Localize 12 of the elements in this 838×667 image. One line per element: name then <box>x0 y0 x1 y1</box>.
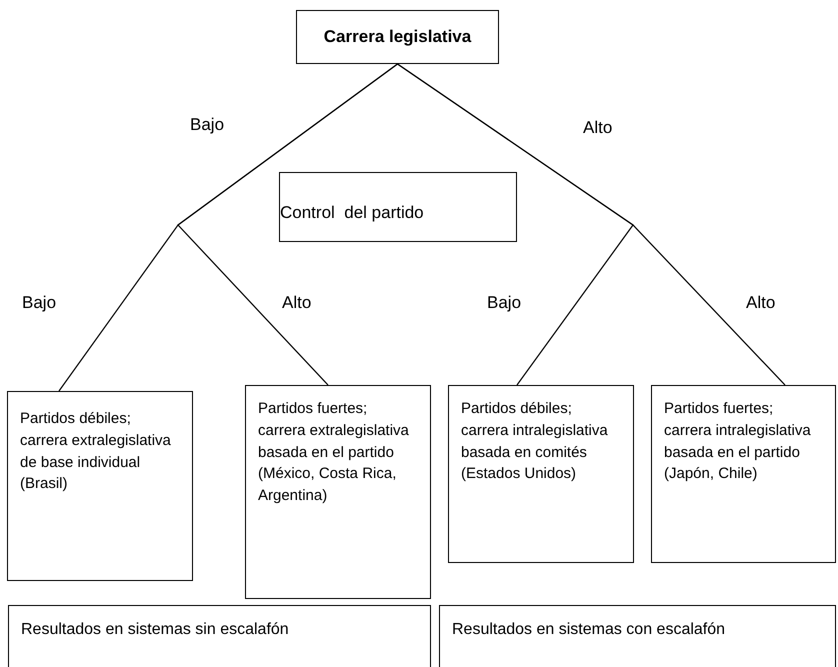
text-box: Control del partido <box>279 172 517 242</box>
connector-line <box>177 64 398 386</box>
branch-label: Bajo <box>190 114 224 136</box>
text-box: Partidos débiles; carrera extralegislativa de base individual (Brasil) <box>7 391 193 581</box>
text-box: Partidos fuertes; carrera extralegislativa basada en el partido (México, Costa Rica, Argentina) <box>245 385 431 599</box>
branch-label: Alto <box>583 117 612 139</box>
text-box: Carrera legislativa <box>296 10 499 64</box>
text-box: Resultados en sistemas sin escalafón <box>8 605 431 667</box>
connector-line <box>397 64 786 386</box>
text-box: Partidos fuertes; carrera intralegislativa basada en el partido (Japón, Chile) <box>651 385 836 563</box>
text-box: Partidos débiles; carrera intralegislativa basada en comités (Estados Unidos) <box>448 385 634 563</box>
text-box: Resultados en sistemas con escalafón <box>439 605 836 667</box>
